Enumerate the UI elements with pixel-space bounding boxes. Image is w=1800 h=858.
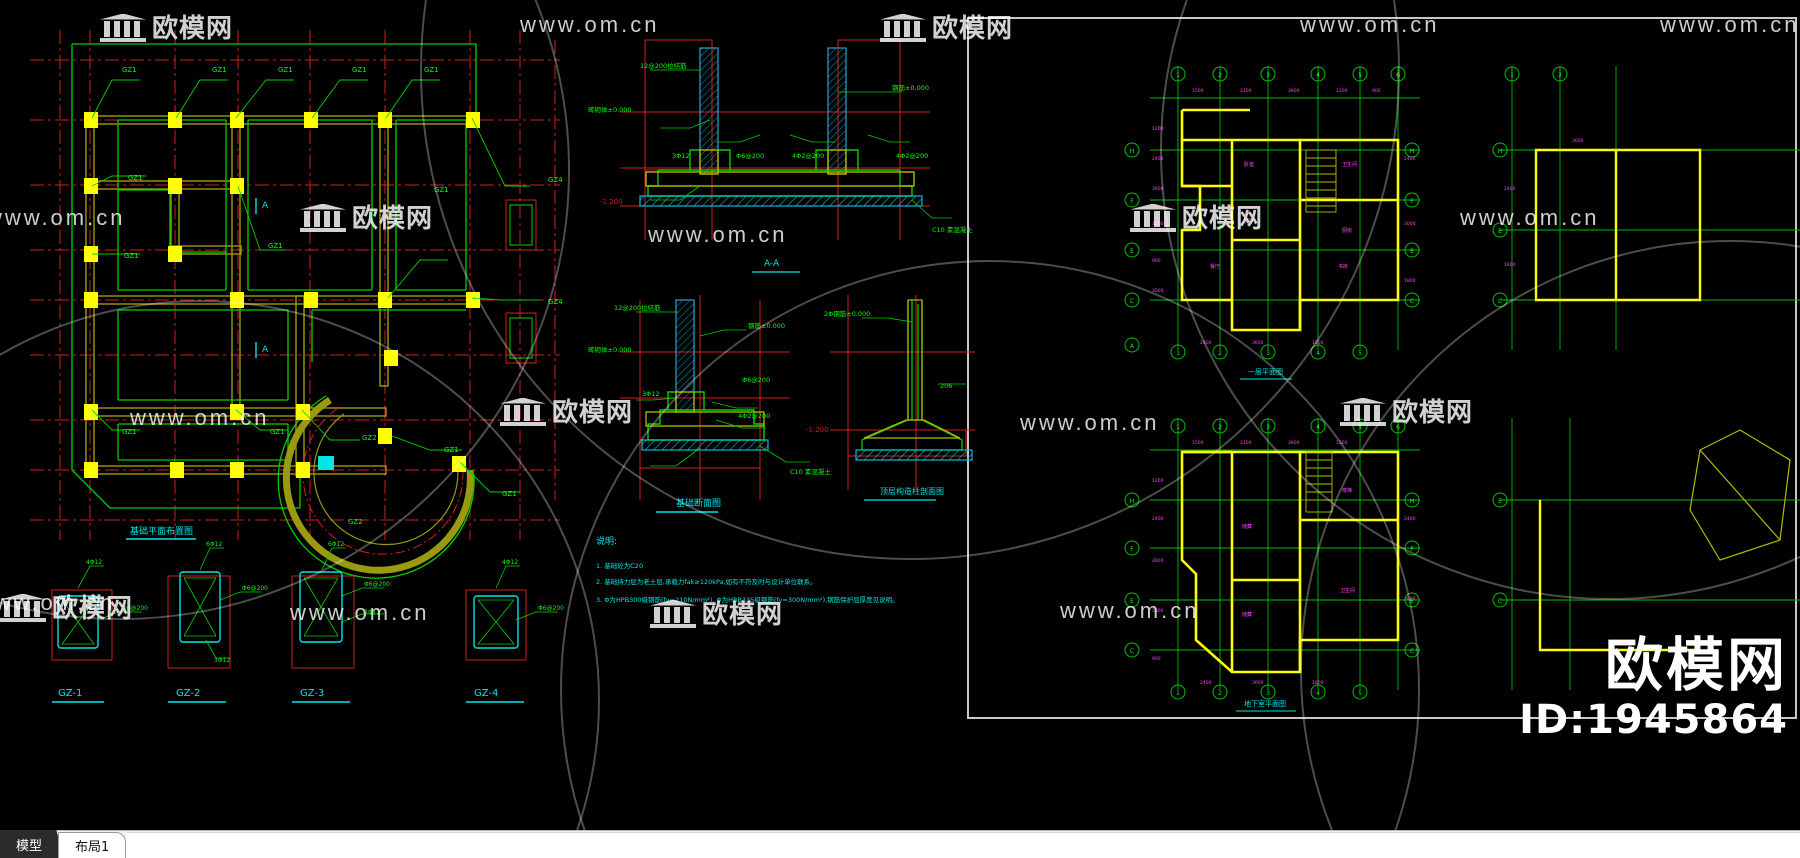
tab-bar-empty-area: [126, 832, 1800, 858]
tab-model[interactable]: 模型: [0, 830, 65, 858]
tab-layout1[interactable]: 布局1: [58, 832, 127, 858]
layout-tab-bar[interactable]: 模型 布局1: [0, 830, 1800, 858]
drawing-canvas[interactable]: GZ1 GZ1 GZ1 GZ1 GZ1 GZ1 GZ1 GZ1 GZ1 GZ4 …: [0, 0, 1800, 830]
tab-strip[interactable]: 模型 布局1: [0, 830, 127, 858]
